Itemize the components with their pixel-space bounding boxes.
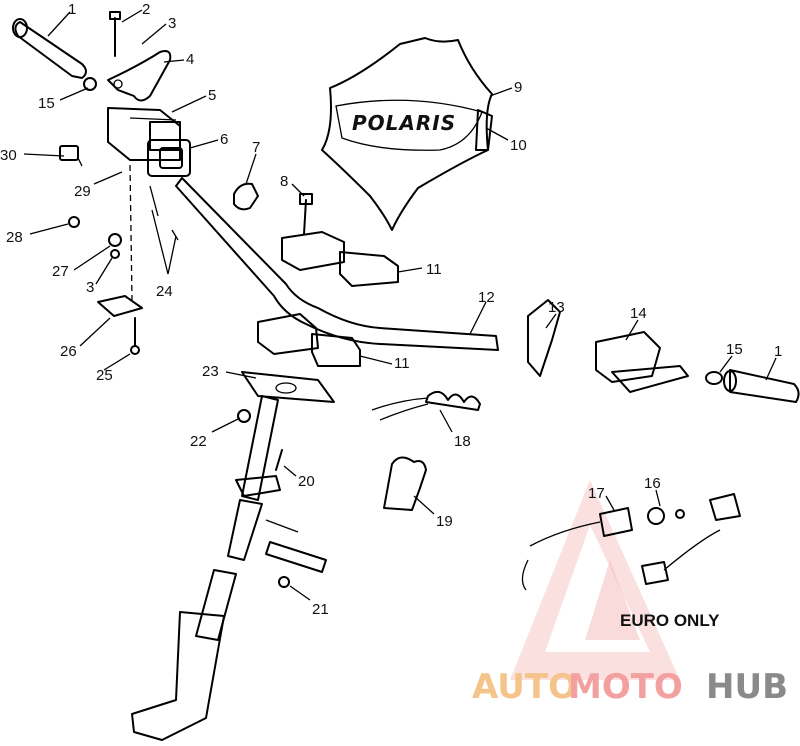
callout: 7	[252, 139, 260, 156]
callout: 8	[280, 173, 288, 190]
callout: 11	[426, 261, 442, 278]
clamp-lower	[257, 313, 361, 367]
switch-block	[147, 139, 191, 177]
callout: 10	[510, 137, 527, 154]
euro-parts	[521, 493, 741, 591]
callout: 12	[478, 289, 495, 306]
brake-parts-right	[527, 299, 800, 403]
callout: 15	[726, 341, 743, 358]
callout: 19	[436, 513, 453, 530]
callout: 13	[548, 299, 565, 316]
throttle-lever	[107, 50, 172, 102]
callout: 21	[312, 601, 329, 618]
clip-7	[233, 182, 259, 211]
callout: 20	[298, 473, 315, 490]
left-small-parts	[59, 77, 179, 355]
callout: 3	[86, 279, 94, 296]
callout: 26	[60, 343, 77, 360]
callout: 6	[220, 131, 228, 148]
callout: 29	[74, 183, 91, 200]
bolts-20-21	[265, 449, 327, 588]
callout: 1	[774, 343, 782, 360]
callout: 24	[156, 283, 173, 300]
watermark-triangle	[510, 480, 680, 680]
callout: 5	[208, 87, 216, 104]
handlebar-pad: POLARIS	[321, 37, 493, 231]
callout: 17	[588, 485, 605, 502]
callout: 9	[514, 79, 522, 96]
watermark-moto: MOTO	[568, 667, 683, 707]
throttle-housing	[107, 107, 181, 161]
leader-lines	[23, 9, 777, 601]
watermark-auto: AUTO	[472, 667, 577, 707]
callout: 27	[52, 263, 69, 280]
callout: 23	[202, 363, 219, 380]
callout: 28	[6, 229, 23, 246]
callout: 22	[190, 433, 207, 450]
callout: 4	[186, 51, 194, 68]
watermark-hub: HUB	[706, 667, 788, 707]
callout: 16	[644, 475, 661, 492]
bracket-19	[383, 456, 427, 511]
pad-logo: POLARIS	[352, 111, 456, 135]
callout: 18	[454, 433, 471, 450]
callout: 30	[0, 147, 17, 164]
watermark-logo: AUTO MOTO HUB	[472, 667, 788, 707]
screw-2	[109, 11, 121, 57]
callout-labels: 1 2 3 4 15 5 6 30 29 7 8 28 27 3 24 26 2…	[0, 1, 782, 618]
callout: 25	[96, 367, 113, 384]
callout: 15	[38, 95, 55, 112]
callout: 14	[630, 305, 647, 322]
steering-post	[131, 371, 335, 741]
heater-element	[371, 390, 481, 421]
clamp-upper	[281, 193, 399, 287]
callout: 3	[168, 15, 176, 32]
grip-left	[12, 18, 87, 79]
callout: 2	[142, 1, 150, 18]
callout: 1	[68, 1, 76, 18]
callout: 11	[394, 355, 410, 372]
euro-only-note: EURO ONLY	[620, 611, 720, 630]
